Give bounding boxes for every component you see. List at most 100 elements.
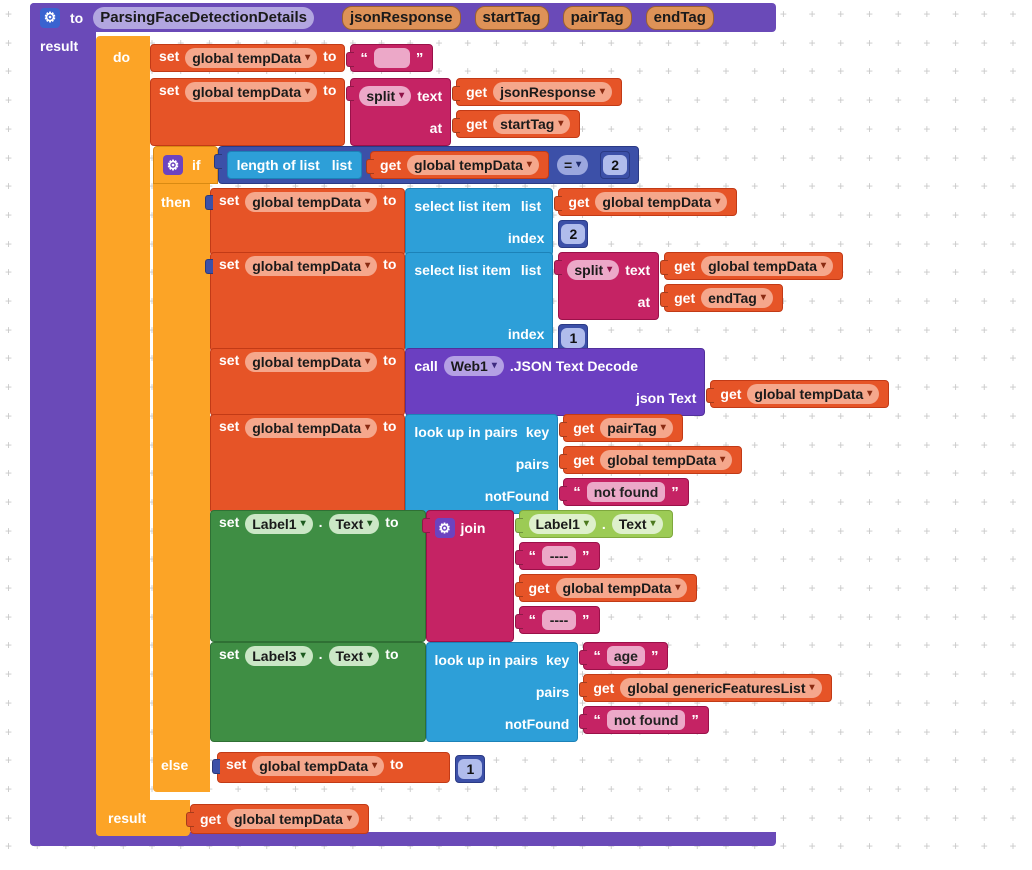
variable-dropdown[interactable]: global tempData▾ [252, 756, 385, 776]
get-variable-block[interactable]: get global tempData▾ [660, 252, 844, 280]
get-variable-block[interactable]: get global tempData▾ [706, 380, 890, 408]
component-dropdown[interactable]: Label1▾ [245, 514, 313, 534]
if-block-column[interactable] [153, 184, 210, 792]
component-property-getter-block[interactable]: Label1▾ . Text▾ [514, 510, 673, 538]
get-variable-block[interactable]: get startTag▾ [452, 110, 581, 138]
string-field[interactable]: not found [586, 482, 666, 502]
set-variable-block[interactable]: set global tempData▾ to [210, 188, 406, 256]
property-dropdown[interactable]: Text▾ [328, 646, 380, 666]
set-variable-block[interactable]: set global tempData▾ to [210, 252, 406, 352]
component-dropdown[interactable]: Label3▾ [245, 646, 313, 666]
comparison-dropdown[interactable]: =▾ [556, 155, 589, 175]
component-dropdown[interactable]: Web1▾ [443, 356, 504, 376]
variable-dropdown[interactable]: startTag▾ [493, 114, 571, 134]
if-block-header[interactable]: ⚙ if [153, 146, 218, 184]
mutator-gear-icon[interactable]: ⚙ [40, 7, 60, 28]
variable-dropdown[interactable]: global tempData▾ [701, 256, 834, 276]
param-pill-endtag[interactable]: endTag [645, 5, 714, 30]
variable-dropdown[interactable]: global tempData▾ [245, 192, 378, 212]
variable-dropdown[interactable]: pairTag▾ [600, 418, 673, 438]
split-block[interactable]: split▾ text at [554, 252, 660, 320]
string-field[interactable]: age [606, 646, 645, 666]
procedure-left-column[interactable] [30, 3, 96, 846]
get-variable-block[interactable]: get endTag▾ [660, 284, 783, 312]
variable-dropdown[interactable]: global tempData▾ [185, 82, 318, 102]
variable-dropdown[interactable]: global tempData▾ [555, 578, 688, 598]
string-field[interactable]: ---- [542, 546, 577, 566]
split-dropdown[interactable]: split▾ [567, 260, 620, 280]
variable-dropdown[interactable]: global tempData▾ [595, 192, 728, 212]
number-block[interactable]: 2 [600, 151, 631, 179]
variable-dropdown[interactable]: global tempData▾ [245, 352, 378, 372]
variable-dropdown[interactable]: global tempData▾ [407, 155, 539, 175]
get-variable-block[interactable]: get pairTag▾ [559, 414, 683, 442]
join-block[interactable]: ⚙ join [421, 510, 514, 642]
get-variable-block[interactable]: get global genericFeaturesList▾ [579, 674, 832, 702]
string-block[interactable]: “ ---- ” [514, 606, 600, 634]
equals-block[interactable]: length of list list get global tempData▾… [213, 146, 640, 184]
chevron-down-icon: ▾ [599, 86, 605, 97]
get-variable-block[interactable]: get jsonResponse▾ [452, 78, 622, 106]
set-variable-block[interactable]: set global tempData▾ to [217, 752, 451, 783]
param-pill-starttag[interactable]: startTag [474, 5, 549, 30]
variable-dropdown[interactable]: global tempData▾ [227, 809, 359, 829]
property-dropdown[interactable]: Text▾ [328, 514, 380, 534]
variable-dropdown[interactable]: global tempData▾ [600, 450, 733, 470]
split-dropdown[interactable]: split▾ [359, 86, 412, 106]
string-field[interactable] [373, 48, 410, 68]
get-variable-block[interactable]: get global tempData▾ [186, 804, 369, 834]
get-variable-block[interactable]: get global tempData▾ [559, 446, 743, 474]
string-block[interactable]: “ ---- ” [514, 542, 600, 570]
procedure-bottom-bar[interactable] [30, 832, 776, 846]
variable-dropdown[interactable]: global tempData▾ [245, 256, 378, 276]
set-variable-block[interactable]: set global tempData▾ to [150, 78, 346, 146]
variable-dropdown[interactable]: jsonResponse▾ [493, 82, 612, 102]
string-block[interactable]: “ not found ” [559, 478, 689, 506]
get-variable-block[interactable]: get global tempData▾ [554, 188, 738, 216]
get-variable-block[interactable]: get global tempData▾ [514, 574, 698, 602]
chevron-down-icon: ▾ [346, 813, 352, 824]
string-block[interactable]: “ age ” [579, 642, 669, 670]
number-block[interactable]: 1 [558, 324, 589, 352]
string-field[interactable]: ---- [542, 610, 577, 630]
set-component-property-block[interactable]: set Label3▾ . Text▾ to [210, 642, 426, 742]
then-label: then [161, 194, 191, 210]
variable-dropdown[interactable]: global tempData▾ [747, 384, 880, 404]
get-keyword: get [200, 811, 221, 827]
number-block[interactable]: 1 [455, 755, 486, 783]
do-result-block-foot[interactable] [96, 800, 190, 836]
call-web-json-decode-block[interactable]: call Web1▾ .JSON Text Decode json Text [405, 348, 706, 416]
split-block[interactable]: split▾ text at [346, 78, 452, 146]
do-result-block-column[interactable] [96, 36, 150, 836]
component-dropdown[interactable]: Label1▾ [528, 514, 596, 534]
set-variable-block[interactable]: set global tempData▾ to [210, 414, 406, 514]
at-socket-label: at [429, 120, 443, 136]
join-mutator-gear-icon[interactable]: ⚙ [434, 518, 455, 538]
length-of-list-block[interactable]: length of list list [226, 151, 363, 179]
if-mutator-gear-icon[interactable]: ⚙ [163, 155, 183, 175]
variable-dropdown[interactable]: endTag▾ [701, 288, 773, 308]
set-component-property-block[interactable]: set Label1▾ . Text▾ to [210, 510, 426, 642]
string-block[interactable]: “ not found ” [579, 706, 709, 734]
variable-dropdown[interactable]: global tempData▾ [245, 418, 378, 438]
variable-dropdown[interactable]: global genericFeaturesList▾ [620, 678, 822, 698]
property-dropdown[interactable]: Text▾ [611, 514, 663, 534]
param-pill-pairtag[interactable]: pairTag [562, 5, 632, 30]
procedure-name[interactable]: ParsingFaceDetectionDetails [93, 6, 314, 29]
variable-dropdown[interactable]: global tempData▾ [185, 48, 318, 68]
procedure-block[interactable]: ⚙ to ParsingFaceDetectionDetails jsonRes… [30, 3, 776, 32]
set-variable-block[interactable]: set global tempData▾ to [210, 348, 406, 416]
get-variable-block[interactable]: get global tempData▾ [366, 151, 549, 179]
number-block[interactable]: 2 [558, 220, 589, 248]
set-variable-block[interactable]: set global tempData▾ to [150, 44, 346, 72]
empty-string-block[interactable]: “ ” [346, 44, 434, 72]
open-quote: “ [528, 547, 537, 565]
string-field[interactable]: not found [606, 710, 686, 730]
param-pill-jsonresponse[interactable]: jsonResponse [341, 5, 461, 30]
set-keyword: set [159, 48, 180, 64]
